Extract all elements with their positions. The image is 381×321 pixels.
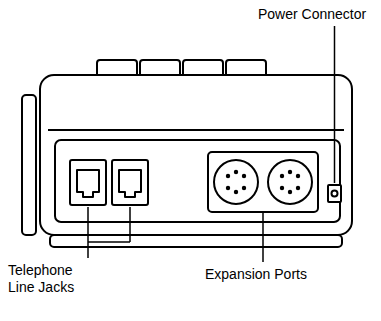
leader-lines — [88, 26, 335, 262]
jack-slot — [119, 170, 141, 197]
device-base — [50, 235, 342, 247]
side-handle — [22, 95, 36, 235]
power-pin — [332, 191, 338, 197]
leader-line — [262, 213, 264, 262]
back-panel — [55, 140, 340, 222]
expansion-ports — [208, 152, 318, 212]
jack-housing — [70, 160, 106, 205]
power-connector — [328, 185, 341, 202]
leader-line — [88, 241, 130, 243]
part-label: Expansion Ports — [205, 266, 355, 283]
body-edge — [48, 129, 344, 131]
part-label: Power Connector — [258, 6, 376, 23]
port-frame — [208, 152, 318, 212]
jack-slot — [77, 170, 99, 197]
jack-housing — [112, 160, 148, 205]
leader-line — [334, 26, 336, 183]
port-socket — [214, 160, 258, 204]
part-label: Telephone Line Jacks — [8, 262, 92, 296]
device-body — [40, 75, 352, 235]
port-socket — [268, 160, 312, 204]
leader-line — [129, 207, 131, 242]
telephone-jacks — [70, 160, 148, 205]
leader-line — [87, 207, 89, 258]
